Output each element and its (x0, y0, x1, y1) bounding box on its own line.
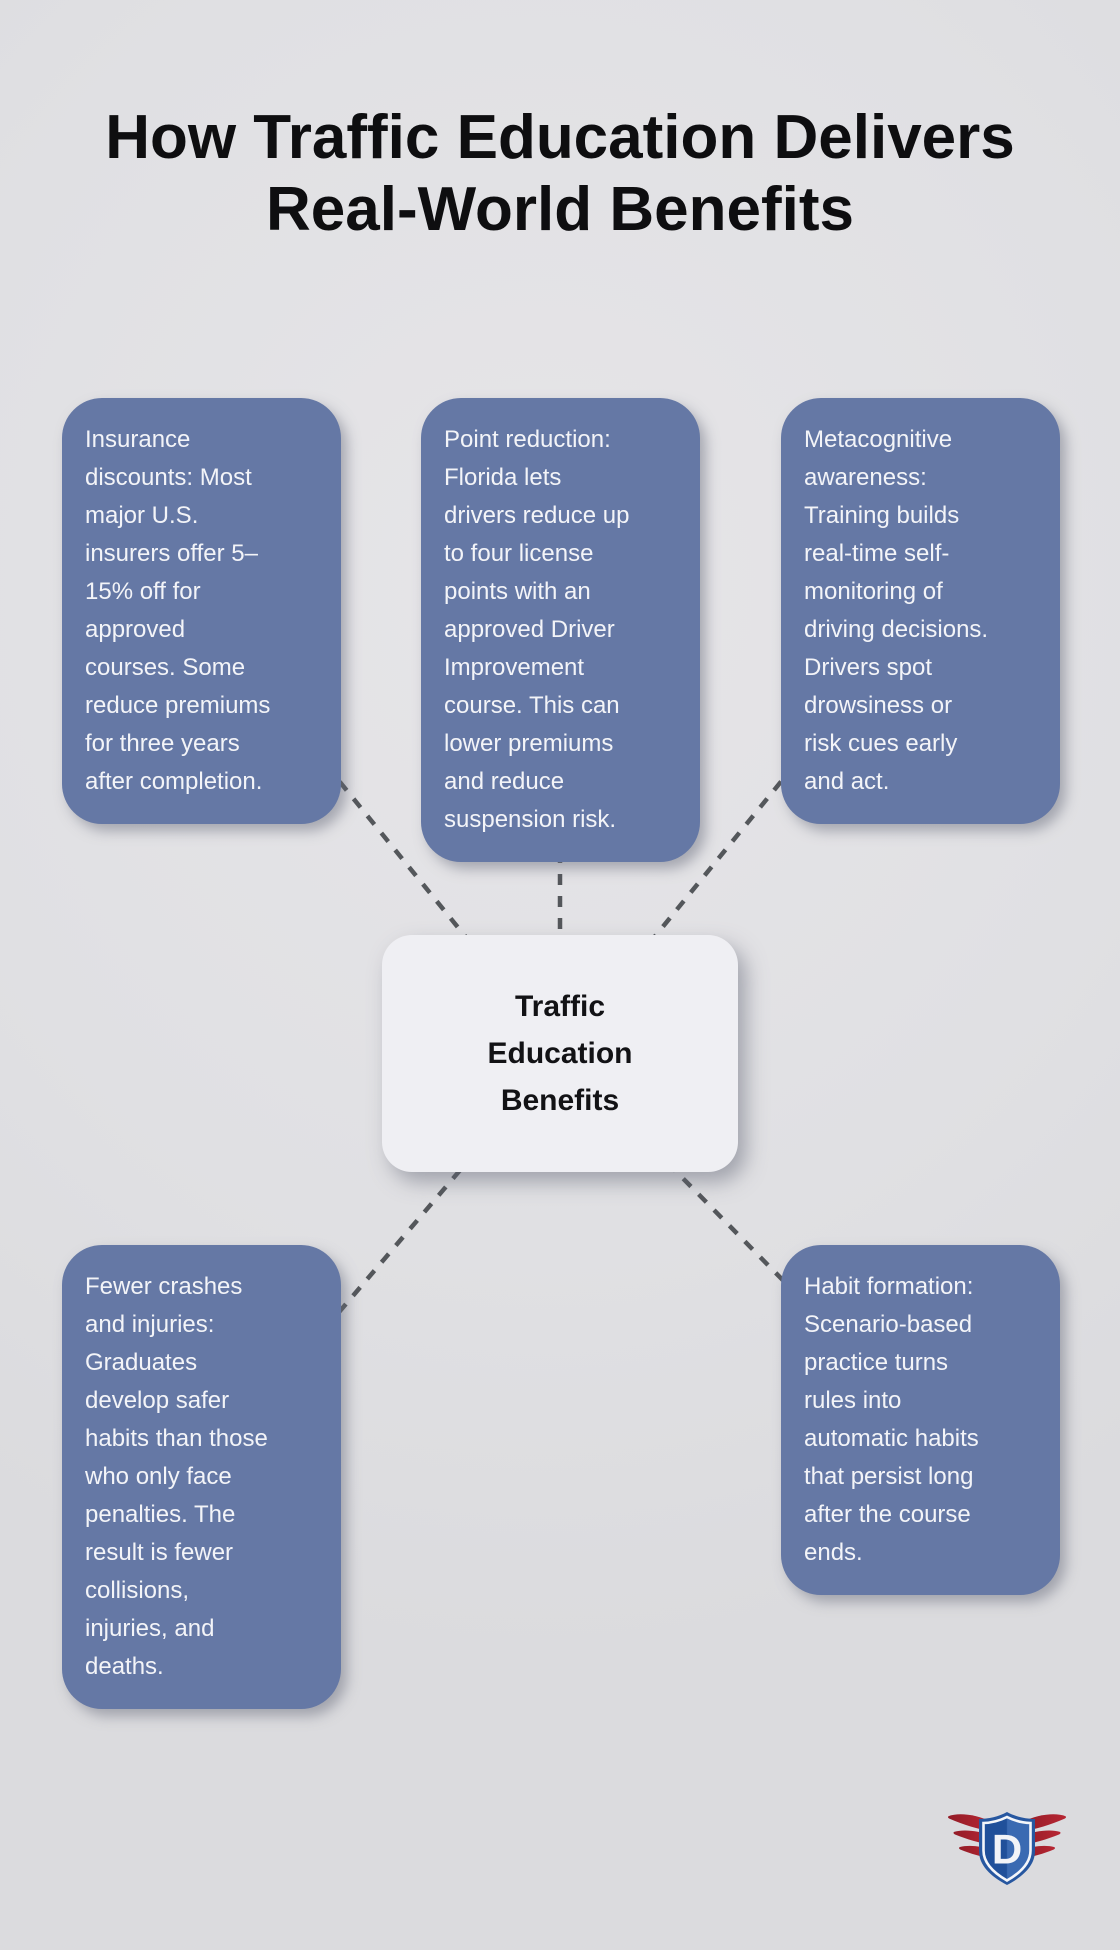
center-node: Traffic Education Benefits (382, 935, 738, 1172)
center-node-label: Traffic Education Benefits (487, 990, 633, 1117)
benefit-text: Fewer crashes and injuries: Graduates de… (85, 1273, 268, 1680)
shield-icon: D (979, 1812, 1035, 1885)
benefit-card-fewer-crashes: Fewer crashes and injuries: Graduates de… (62, 1245, 341, 1709)
benefit-text: Insurance discounts: Most major U.S. ins… (85, 426, 271, 795)
benefit-card-insurance-discounts: Insurance discounts: Most major U.S. ins… (62, 398, 341, 824)
benefit-card-metacognitive-awareness: Metacognitive awareness: Training builds… (781, 398, 1060, 824)
brand-logo: D (947, 1812, 1067, 1885)
logo-letter: D (992, 1826, 1022, 1873)
benefit-text: Point reduction: Florida lets drivers re… (444, 426, 630, 833)
benefit-text: Habit formation: Scenario-based practice… (804, 1273, 979, 1566)
benefit-card-point-reduction: Point reduction: Florida lets drivers re… (421, 398, 700, 862)
benefit-text: Metacognitive awareness: Training builds… (804, 426, 989, 795)
page-title: How Traffic Education Delivers Real-Worl… (105, 103, 1015, 244)
benefit-card-habit-formation: Habit formation: Scenario-based practice… (781, 1245, 1060, 1595)
